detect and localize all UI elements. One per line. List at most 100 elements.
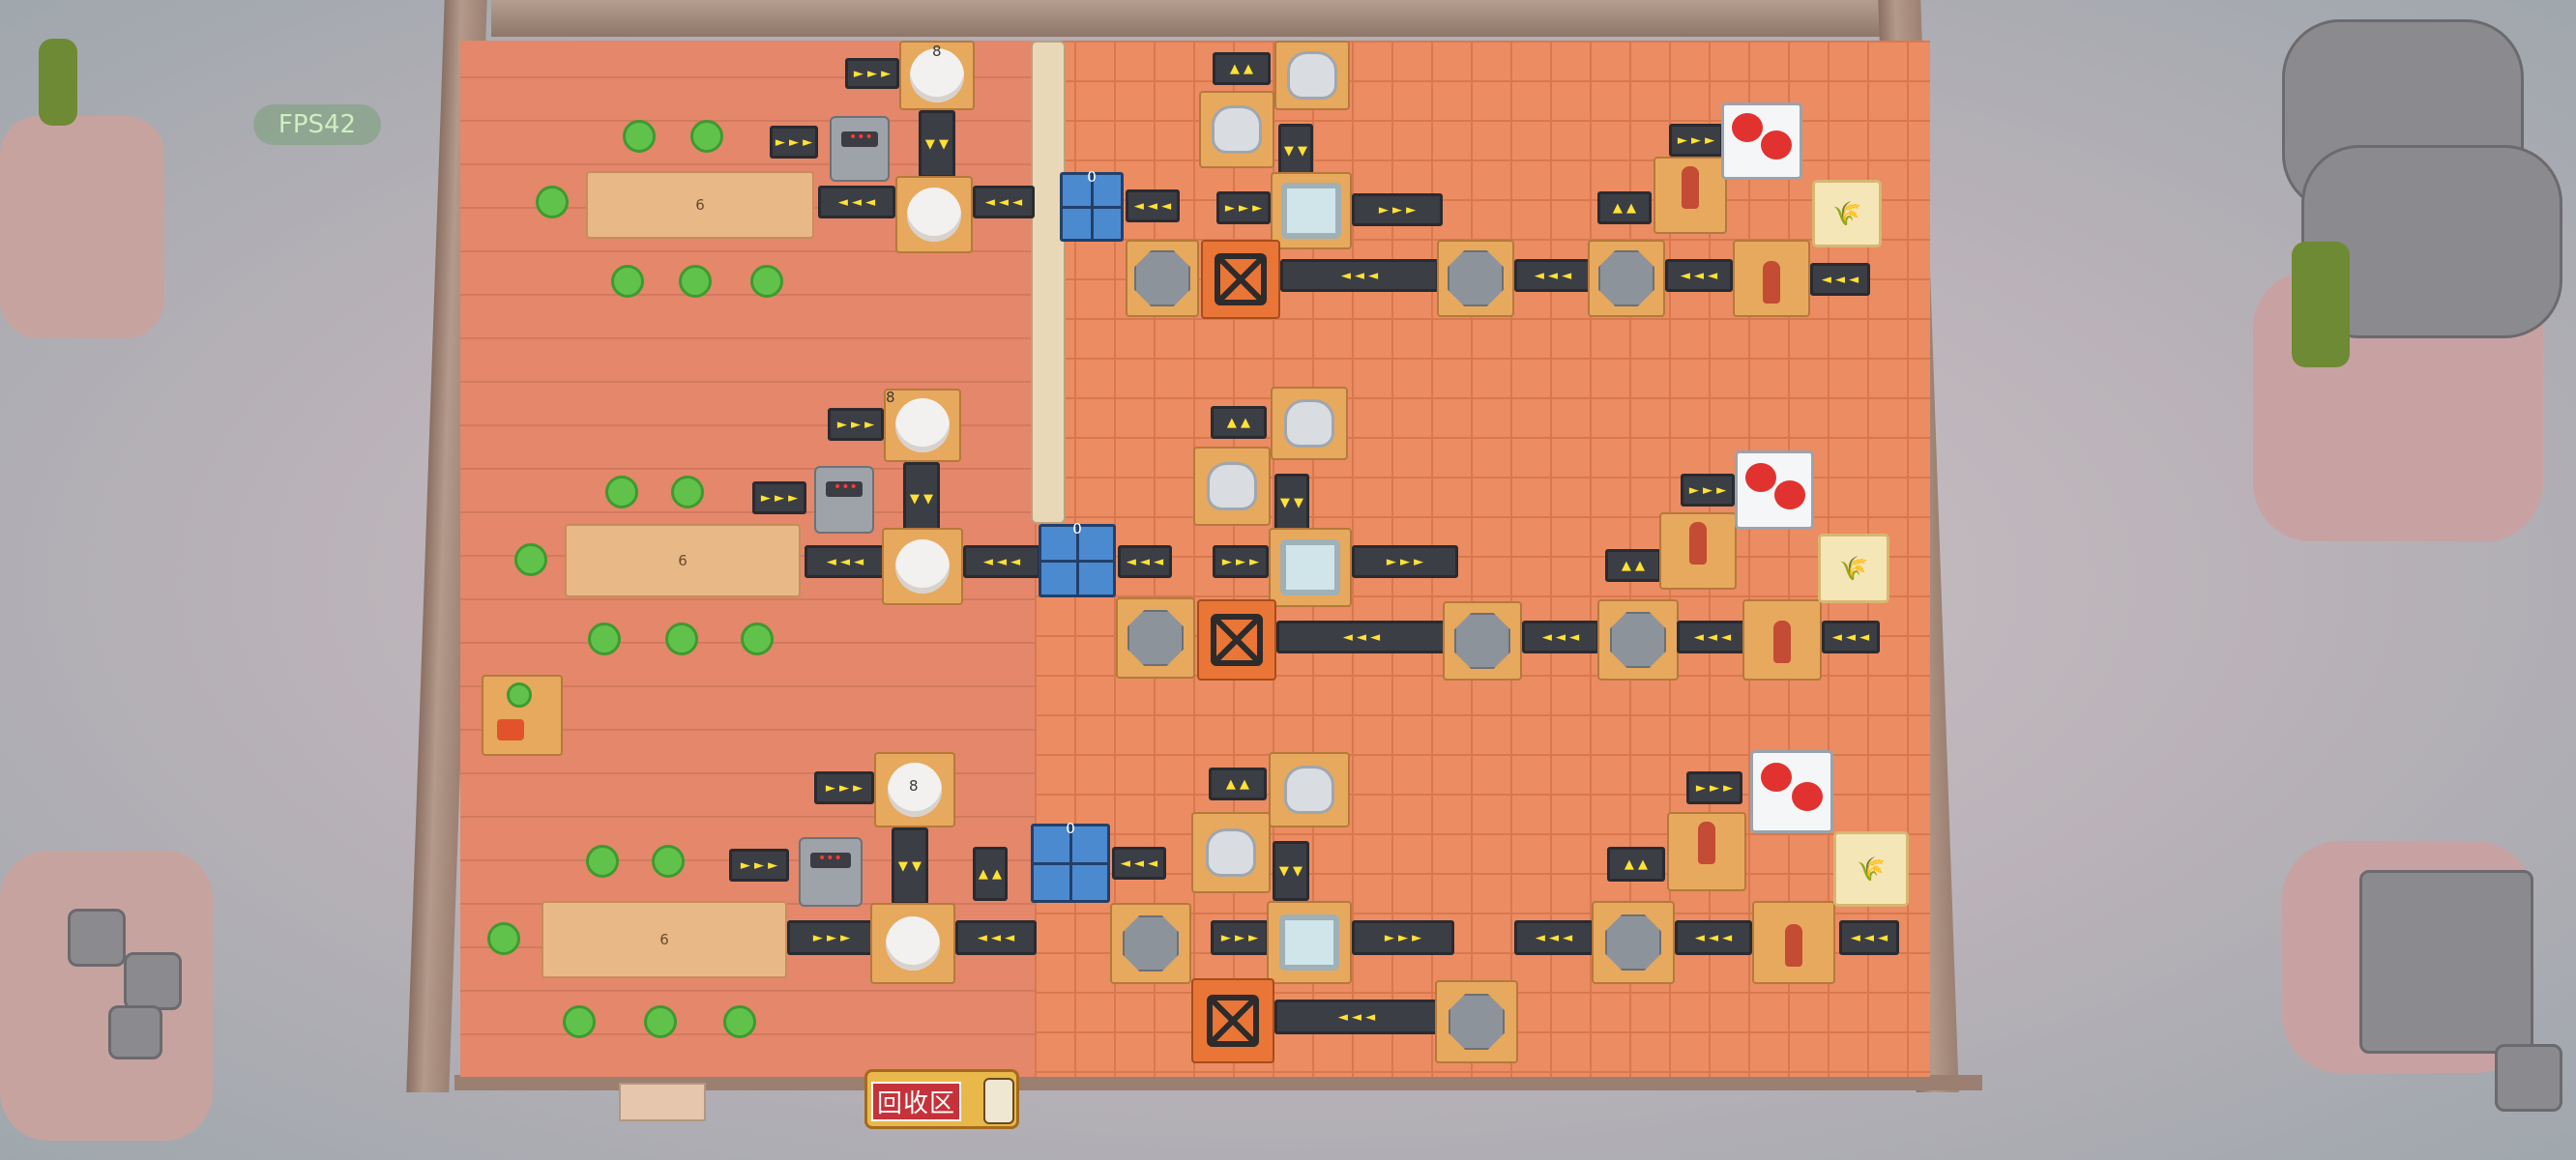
- conveyor-belt[interactable]: ◄ ◄ ◄: [1822, 621, 1880, 653]
- pass-window[interactable]: 0: [1060, 168, 1124, 242]
- chair-icon: [514, 543, 547, 576]
- counter[interactable]: [1597, 599, 1679, 681]
- conveyor-belt[interactable]: ▲ ▲: [1607, 847, 1665, 882]
- conveyor-belt[interactable]: ► ► ►: [1352, 193, 1443, 226]
- conveyor-belt[interactable]: ◄ ◄ ◄: [955, 920, 1037, 955]
- serving-counter[interactable]: [870, 903, 955, 984]
- sink-station[interactable]: [1271, 172, 1352, 249]
- conveyor-belt[interactable]: ▲ ▲: [1213, 52, 1271, 85]
- pot-station[interactable]: [1274, 41, 1350, 110]
- conveyor-belt[interactable]: ► ► ►: [1216, 191, 1271, 224]
- counter[interactable]: [1592, 901, 1675, 984]
- conveyor-belt[interactable]: ► ► ►: [1669, 124, 1723, 157]
- conveyor-belt[interactable]: ► ► ►: [1213, 545, 1269, 578]
- conveyor-belt[interactable]: ► ► ►: [1686, 771, 1742, 804]
- counter[interactable]: [1116, 597, 1195, 679]
- conveyor-belt[interactable]: ► ► ►: [1352, 545, 1458, 578]
- pass-window[interactable]: 0: [1039, 520, 1116, 597]
- conveyor-belt[interactable]: ▼ ▼: [1278, 124, 1313, 178]
- dish-machine[interactable]: [814, 466, 874, 534]
- conveyor-belt[interactable]: ◄ ◄ ◄: [1112, 847, 1166, 880]
- conveyor-belt[interactable]: ► ► ►: [1352, 920, 1454, 955]
- meat-crate[interactable]: [1721, 102, 1802, 180]
- conveyor-belt[interactable]: ◄ ◄ ◄: [1118, 545, 1172, 578]
- conveyor-belt[interactable]: ◄ ◄ ◄: [818, 186, 895, 218]
- conveyor-belt[interactable]: ◄ ◄ ◄: [1274, 1000, 1439, 1034]
- conveyor-belt[interactable]: ► ► ►: [1681, 474, 1735, 507]
- dish-machine[interactable]: [830, 116, 890, 182]
- conveyor-belt[interactable]: ◄ ◄ ◄: [1280, 259, 1439, 292]
- plate-stack-counter[interactable]: 8: [884, 389, 961, 462]
- conveyor-belt[interactable]: ▼ ▼: [892, 827, 928, 905]
- dish-machine[interactable]: [799, 837, 863, 907]
- chopping-board[interactable]: [1733, 240, 1810, 317]
- conveyor-belt[interactable]: ◄ ◄ ◄: [1677, 621, 1748, 653]
- serving-counter[interactable]: [895, 176, 973, 253]
- counter[interactable]: [1110, 903, 1191, 984]
- conveyor-belt[interactable]: ◄ ◄ ◄: [1514, 259, 1592, 292]
- conveyor-belt[interactable]: ► ► ►: [1211, 920, 1269, 955]
- chopping-board[interactable]: [1659, 512, 1737, 590]
- bread-crate[interactable]: 🌾: [1812, 180, 1882, 247]
- stove-station[interactable]: [1191, 978, 1274, 1063]
- conveyor-belt[interactable]: ► ► ►: [770, 126, 818, 159]
- conveyor-belt[interactable]: ▲ ▲: [1597, 191, 1652, 224]
- plate-stack-counter[interactable]: 8: [899, 41, 975, 110]
- conveyor-belt[interactable]: ► ► ►: [828, 408, 884, 441]
- bread-crate[interactable]: 🌾: [1818, 534, 1889, 603]
- counter[interactable]: [1126, 240, 1199, 317]
- pass-window[interactable]: 0: [1031, 820, 1110, 903]
- chopping-board[interactable]: [1742, 599, 1822, 681]
- conveyor-belt[interactable]: ► ► ►: [729, 849, 789, 882]
- chopping-board[interactable]: [1667, 812, 1746, 891]
- serving-counter[interactable]: [882, 528, 963, 605]
- pot-station[interactable]: [1269, 752, 1350, 827]
- conveyor-belt[interactable]: ▼ ▼: [919, 110, 955, 178]
- recycle-zone[interactable]: 回收区: [864, 1069, 1019, 1129]
- meat-crate[interactable]: [1735, 450, 1814, 530]
- pot-station[interactable]: [1271, 387, 1348, 460]
- conveyor-belt[interactable]: ▼ ▼: [1273, 841, 1309, 901]
- pot-station[interactable]: [1199, 91, 1274, 168]
- conveyor-belt[interactable]: ▼ ▼: [903, 462, 940, 536]
- conveyor-belt[interactable]: ◄ ◄ ◄: [1276, 621, 1447, 653]
- conveyor-belt[interactable]: ◄ ◄ ◄: [973, 186, 1035, 218]
- conveyor-belt[interactable]: ► ► ►: [814, 771, 874, 804]
- pot-station[interactable]: [1191, 812, 1271, 893]
- sink-station[interactable]: [1269, 528, 1352, 607]
- plate-stack-counter[interactable]: 8: [874, 752, 955, 827]
- stove-station[interactable]: [1197, 599, 1276, 681]
- bread-crate[interactable]: 🌾: [1833, 831, 1909, 907]
- conveyor-belt[interactable]: ◄ ◄ ◄: [963, 545, 1040, 578]
- conveyor-belt[interactable]: ◄ ◄ ◄: [1126, 189, 1180, 222]
- dining-table[interactable]: 6: [542, 901, 787, 978]
- meat-crate[interactable]: [1750, 750, 1833, 833]
- chair-supply-crate[interactable]: [482, 675, 563, 756]
- conveyor-belt[interactable]: ▲ ▲: [1605, 549, 1661, 582]
- pot-station[interactable]: [1193, 447, 1271, 526]
- conveyor-belt[interactable]: ▲ ▲: [1211, 406, 1267, 439]
- conveyor-belt[interactable]: ◄ ◄ ◄: [1522, 621, 1599, 653]
- conveyor-belt[interactable]: ► ► ►: [845, 58, 899, 89]
- conveyor-belt[interactable]: ▼ ▼: [1274, 474, 1309, 532]
- sink-station[interactable]: [1267, 901, 1352, 984]
- conveyor-belt[interactable]: ◄ ◄ ◄: [1665, 259, 1733, 292]
- conveyor-belt[interactable]: ◄ ◄ ◄: [1514, 920, 1594, 955]
- conveyor-belt[interactable]: ► ► ►: [752, 481, 806, 514]
- conveyor-belt[interactable]: ▲ ▲: [973, 847, 1008, 901]
- counter[interactable]: [1435, 980, 1518, 1063]
- conveyor-belt[interactable]: ▲ ▲: [1209, 768, 1267, 800]
- stove-station[interactable]: [1201, 240, 1280, 319]
- conveyor-belt[interactable]: ◄ ◄ ◄: [1839, 920, 1899, 955]
- conveyor-belt[interactable]: ► ► ►: [787, 920, 876, 955]
- counter[interactable]: [1588, 240, 1665, 317]
- conveyor-belt[interactable]: ◄ ◄ ◄: [805, 545, 886, 578]
- counter[interactable]: [1437, 240, 1514, 317]
- chopping-board[interactable]: [1752, 901, 1835, 984]
- dining-table[interactable]: 6: [565, 524, 801, 597]
- conveyor-belt[interactable]: ◄ ◄ ◄: [1810, 263, 1870, 296]
- chopping-board[interactable]: [1654, 157, 1727, 234]
- counter[interactable]: [1443, 601, 1522, 681]
- dining-table[interactable]: 6: [586, 171, 814, 239]
- conveyor-belt[interactable]: ◄ ◄ ◄: [1675, 920, 1752, 955]
